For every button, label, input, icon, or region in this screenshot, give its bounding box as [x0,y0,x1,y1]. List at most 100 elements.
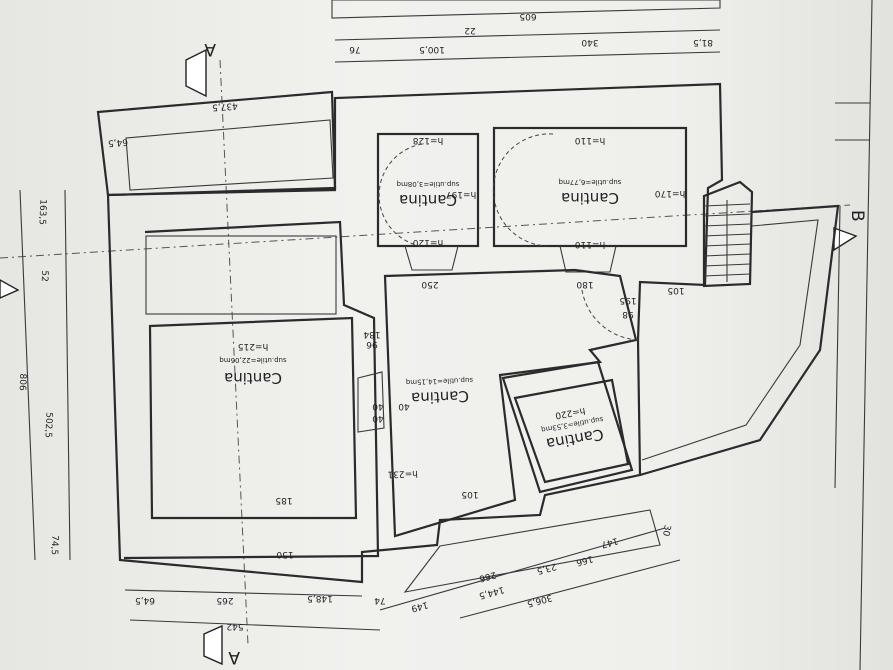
section-arrow-b [833,227,858,252]
dim-line-bottom [124,589,363,597]
room-surface: sup.utile=14,15mq [406,376,474,386]
dim-interior-1: 96 [366,339,378,349]
top-strip [331,0,721,19]
dim-interior-13: 185 [275,495,292,505]
dim-left-total: 806 [17,373,28,391]
dim-line-bottom-right [379,527,666,611]
dim-interior-6: 250 [421,279,438,289]
room-height: h=231 [387,468,418,479]
section-arrow-a-bottom [203,624,223,666]
dim-bottom-row-2: 265 [216,595,233,605]
dim-bottom-right-7: 147 [600,535,619,549]
dim-top-outer: 605 [519,11,536,21]
dim-interior-7: 180 [576,279,593,289]
room-surface: sup.utile=6,77mq [559,178,622,186]
dim-interior-8: 150 [276,549,293,559]
room-height-3: h=110 [575,239,606,249]
dim-bottom-right-4: 306,5 [526,592,553,608]
dim-left-col-2: 52 [39,270,49,282]
room-name: Cantina [224,369,282,387]
room-name: Cantina [561,189,619,207]
ramp-inner [641,219,819,461]
room-height-2: h=128 [413,135,444,145]
dim-bottom-total: 542 [226,621,243,631]
dim-interior-12: 105 [667,285,684,295]
cellar-left-room [148,316,358,520]
room-height: h=197 [446,189,476,199]
niche-left [404,245,459,271]
dim-top-row-2: 100,5 [419,44,445,54]
dim-bottom-row-4: 74 [374,595,386,605]
cellar-central-wall [383,268,638,538]
room-surface: sup.utile=3,08mq [397,180,460,188]
dim-interior-2: 184 [363,329,380,339]
room-label-group-5: Cantina sup.utile=6,77mq h=170 h=110 h=1… [559,135,686,249]
section-letter-b: B [847,210,867,222]
annex-top-inner [125,119,334,191]
room-label-group-1: Cantina sup.utile=22,06mq h=215 [219,341,286,387]
dim-interior-4: 40 [398,401,410,411]
dim-bottom-right-6: 166 [575,553,594,567]
dim-left-short: 64,5 [108,136,129,147]
section-line-b [0,204,851,259]
cellar-small-right-wall [492,126,688,248]
dim-bottom-right-5: 23,5 [536,561,558,576]
ramp-dim-line [834,205,841,489]
dim-top-row-1: 76 [349,44,361,54]
pillar-niche [357,371,385,433]
cellar-left-upper [145,235,337,315]
dim-line-top2 [334,51,721,63]
door-swing-right [492,133,554,247]
dim-top-left: 437,5 [212,100,238,112]
dim-bottom-row-1: 64,5 [135,595,155,605]
section-letter-a-bottom: A [228,647,240,667]
staircase [702,180,754,288]
dim-line-left [19,189,36,561]
door-swing-left [378,143,423,247]
door-swing-entry [581,289,641,341]
dim-line-left2 [64,189,71,561]
outer-wall [106,82,724,584]
cellar-small-bottom-room [513,378,630,484]
dim-interior-5: 40 [372,413,384,423]
room-name: Cantina [399,191,457,209]
section-arrow-b-left [0,279,20,299]
dim-bottom-right-1: 149 [410,599,429,613]
room-name: Cantina [411,387,470,407]
dim-left-col-4: 74,5 [49,535,60,555]
room-height-3: h=120 [413,237,444,247]
section-arrow-a-top [185,48,207,98]
dim-bottom-right-2: 266 [478,569,497,583]
dimension-labels: 605 22 76 100,5 340 81,5 437,5 64,5 163,… [17,11,713,631]
cellar-small-bottom-wall [501,360,634,494]
room-label-group-2: Cantina sup.utile=14,15mq h=231 [387,376,474,479]
dim-line-bottom2 [129,619,381,631]
cellar-small-left-wall [376,132,480,248]
dim-interior-10: 98 [622,309,634,319]
dim-line-top [334,29,721,41]
room-surface: sup.utile=22,06mq [219,356,286,364]
room-height: h=170 [655,188,686,198]
dim-left-col-1: 163,5 [37,199,48,225]
bottom-offset-wall [403,509,661,593]
section-letter-a-top: A [204,39,216,59]
dim-top-mid: 22 [464,25,475,35]
dim-interior-11: 195 [619,295,636,305]
room-label-group-4: Cantina sup.utile=3,08mq h=197 h=128 h=1… [397,135,477,247]
dim-interior-9: 105 [461,489,478,499]
dim-left-col-3: 502,5 [43,412,54,438]
room-label-group-3: Cantina sup.utile=3,53mq h=220 [541,405,605,453]
dim-interior-3: 40 [372,401,384,411]
room-height-2: h=110 [575,135,606,145]
room-height: h=220 [554,405,586,420]
dim-top-row-4: 81,5 [693,37,713,47]
sheet-edge-line [859,0,873,670]
stair-steps [703,200,751,282]
cellar-left-wall [123,220,380,560]
dim-top-row-3: 340 [581,37,598,47]
dim-bottom-right-3: 144,5 [478,584,505,600]
section-line-a [219,59,249,646]
ramp-outer [639,204,840,477]
